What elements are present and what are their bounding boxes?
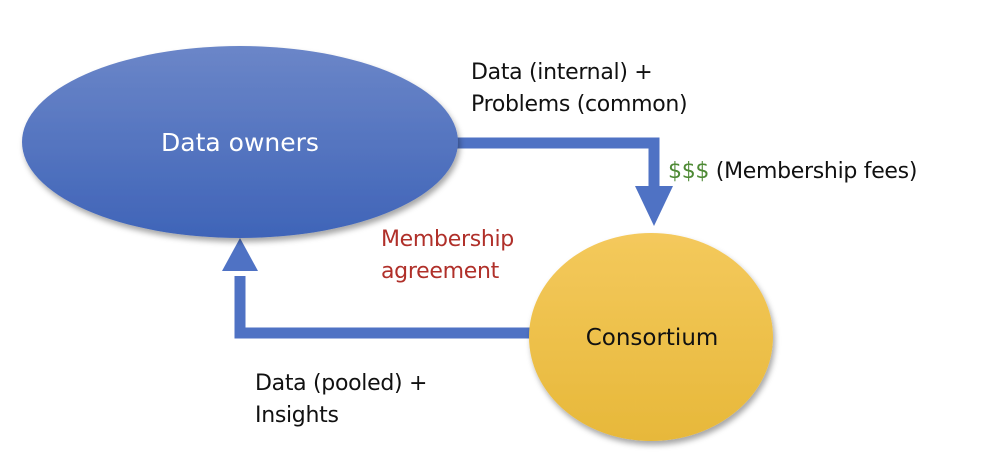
edge-label-owners-to-consortium: Data (internal) + Problems (common) xyxy=(471,57,688,121)
node-consortium[interactable] xyxy=(529,233,773,441)
edge-label-line: Data (internal) + xyxy=(471,60,653,85)
fees-text: (Membership fees) xyxy=(715,159,918,184)
edge-label-line: Insights xyxy=(255,403,339,428)
edge-owners-to-consortium xyxy=(455,137,673,226)
arrowhead-down-icon xyxy=(635,186,673,226)
edge-label-line: Problems (common) xyxy=(471,92,688,117)
annotation-line: agreement xyxy=(381,259,499,284)
edge-line xyxy=(455,137,660,188)
membership-agreement-annotation: Membership agreement xyxy=(381,224,514,288)
edge-label-consortium-to-owners: Data (pooled) + Insights xyxy=(255,368,427,432)
node-consortium-label: Consortium xyxy=(586,325,719,351)
edge-line xyxy=(234,276,530,339)
money-symbol: $$$ xyxy=(668,159,710,184)
fees-annotation: $$$ (Membership fees) xyxy=(668,156,917,188)
edge-consortium-to-owners xyxy=(222,238,530,339)
node-data-owners-label: Data owners xyxy=(161,128,319,157)
annotation-line: Membership xyxy=(381,227,514,252)
node-data-owners[interactable] xyxy=(22,46,458,238)
edge-label-line: Data (pooled) + xyxy=(255,371,428,396)
arrowhead-up-icon xyxy=(222,238,258,271)
